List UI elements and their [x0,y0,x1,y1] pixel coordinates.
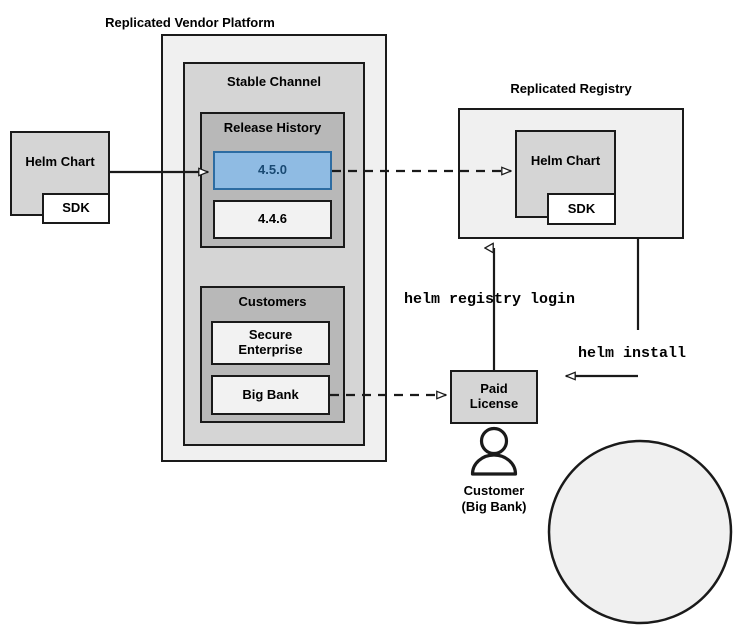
customers-title: Customers [238,294,307,309]
source-helm-chart-sdk-box[interactable] [42,193,110,224]
customer-actor-label: Customer (Big Bank) [461,483,527,515]
source-helm-chart-sdk-label: SDK [62,200,90,216]
release-history-title: Release History [223,120,322,135]
paid-license-label: Paid License [469,381,519,411]
cluster-component-app-label: App 4.5.0 [611,543,669,559]
customer-entry-secure-enterprise[interactable] [211,321,330,365]
kubernetes-cluster-title: Kubernetes Cluster [580,474,700,489]
registry-helm-chart-label: Helm Chart [530,153,601,169]
customer-entry-big-bank-label: Big Bank [242,386,299,402]
registry-title: Replicated Registry [510,81,632,96]
customer-entry-big-bank[interactable] [211,375,330,415]
release-item-4-4-6-label: 4.4.6 [258,211,287,227]
release-item-4-5-0-label: 4.5.0 [258,162,287,178]
source-helm-chart-label: Helm Chart [25,153,95,169]
registry-helm-chart-sdk-label: SDK [567,200,596,216]
release-item-4-4-6[interactable] [213,200,332,239]
release-item-4-5-0[interactable] [213,151,332,190]
paid-license-box[interactable] [450,370,538,424]
command-helm-registry-login: helm registry login [404,291,576,308]
person-icon [470,426,518,476]
customer-entry-secure-enterprise-label: Secure Enterprise [238,327,303,357]
command-helm-install: helm install [578,345,687,362]
cluster-component-sdk-label: SDK [626,510,654,526]
vendor-platform-title: Replicated Vendor Platform [105,15,275,30]
stable-channel-title: Stable Channel [227,74,321,89]
registry-helm-chart-sdk-box[interactable] [547,193,616,225]
